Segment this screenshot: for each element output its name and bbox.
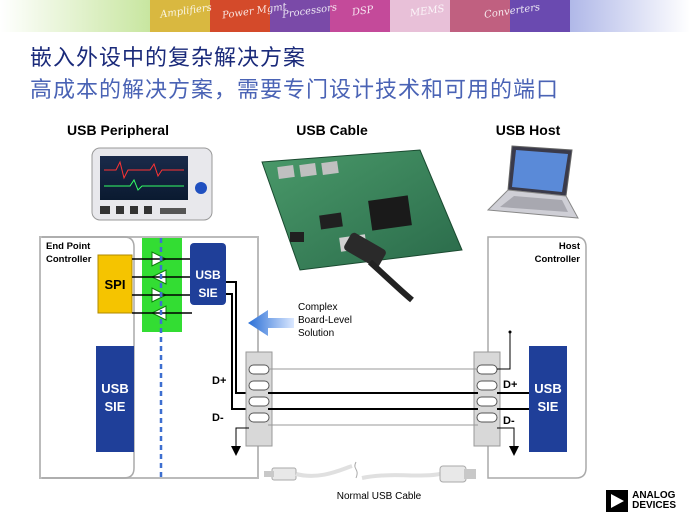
- isolator-block: [132, 238, 192, 332]
- slide-subtitle: 高成本的解决方案，需要专门设计技术和可用的端口: [30, 78, 560, 103]
- host-controller-label-line1: Host: [559, 241, 581, 252]
- upper-sie-label-line1: USB: [195, 268, 221, 282]
- normal-usb-cable-label: Normal USB Cable: [337, 491, 422, 502]
- usb-host-label: USB Host: [496, 122, 561, 138]
- host-enclosure: [487, 236, 587, 479]
- banner-segment: [390, 0, 450, 32]
- banner-segment: [210, 0, 270, 32]
- complex-solution-line2: Board-Level: [298, 315, 352, 326]
- peripheral-sie-block: [96, 346, 134, 452]
- d-plus-label-left: D+: [212, 375, 226, 387]
- peripheral-connector: [245, 351, 273, 447]
- slide-title: 嵌入外设中的复杂解决方案: [30, 46, 307, 71]
- banner-segment: [450, 0, 510, 32]
- banner-segment: [510, 0, 570, 32]
- d-minus-label-right: D-: [503, 415, 515, 427]
- d-minus-label-left: D-: [212, 412, 224, 424]
- d-plus-label-right: D+: [503, 379, 517, 391]
- complex-solution-line3: Solution: [298, 328, 334, 339]
- host-connector: [473, 351, 501, 447]
- analog-devices-triangle-icon: [606, 490, 629, 512]
- endpoint-controller-label-line2: Controller: [46, 254, 92, 265]
- complex-solution-line1: Complex: [298, 302, 337, 313]
- cable-lines: [231, 330, 529, 456]
- logo-line2: DEVICES: [632, 500, 676, 511]
- logo-line1: ANALOG: [632, 490, 676, 501]
- banner-segment: [0, 0, 150, 32]
- host-sie-label-line1: USB: [534, 381, 561, 396]
- normal-usb-cable-image: [264, 461, 476, 483]
- peripheral-sie-label-line2: SIE: [105, 399, 126, 414]
- banner-segment: [270, 0, 330, 32]
- header-banner: Amplifiers Power Mgmt Processors DSP MEM…: [0, 0, 690, 32]
- usb-peripheral-label: USB Peripheral: [67, 122, 169, 138]
- spi-block: [97, 254, 133, 314]
- peripheral-sie-label-line1: USB: [101, 381, 128, 396]
- laptop-image: [486, 145, 579, 219]
- analog-devices-logo: ANALOG DEVICES: [606, 490, 676, 512]
- peripheral-device-image: [91, 147, 213, 221]
- banner-segment: [150, 0, 210, 32]
- upper-sie-label-line2: SIE: [198, 286, 217, 300]
- host-sie-block: [529, 346, 567, 452]
- banner-segment: [330, 0, 390, 32]
- endpoint-controller-label-line1: End Point: [46, 241, 91, 252]
- banner-segment: [570, 0, 690, 32]
- complex-solution-arrow: [248, 310, 294, 336]
- host-sie-label-line2: SIE: [538, 399, 559, 414]
- pcb-board-image: [261, 149, 463, 303]
- upper-sie-block: [190, 243, 226, 305]
- spi-label: SPI: [105, 277, 126, 292]
- usb-cable-label: USB Cable: [296, 122, 368, 138]
- host-controller-label-line2: Controller: [535, 254, 581, 265]
- usb-diagram: USB Peripheral USB Cable USB Host: [39, 122, 587, 502]
